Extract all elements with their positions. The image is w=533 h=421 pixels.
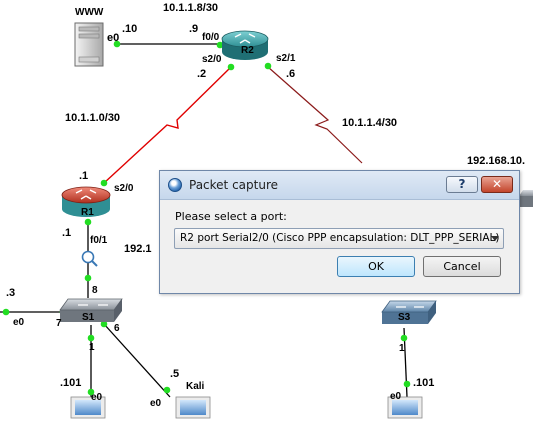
port-dot: [87, 334, 95, 342]
port-label-s3-1: 1: [399, 343, 405, 354]
ip-label-r2-s20: .2: [197, 68, 207, 80]
port-label-r1-f01: f0/1: [90, 235, 108, 246]
network-label-right: 10.1.1.4/30: [342, 117, 398, 129]
switch-s3-label: S3: [398, 312, 411, 323]
ip-label-host-left: .3: [6, 287, 16, 299]
port-label-s1-1: 1: [89, 342, 95, 353]
link-s1-kali[interactable]: [103, 323, 171, 398]
port-dot: [264, 62, 272, 70]
ip-label-kali: .5: [170, 368, 180, 380]
link-r1-r2-serial[interactable]: [103, 66, 232, 184]
port-label-r2-s20: s2/0: [202, 54, 222, 65]
close-button[interactable]: ✕: [481, 176, 513, 193]
help-button[interactable]: ?: [446, 176, 478, 193]
ip-label-r1-s20: .1: [79, 170, 89, 182]
pc3-icon[interactable]: [387, 396, 423, 419]
port-dot: [113, 40, 121, 48]
switch-right-partial-icon[interactable]: [519, 190, 533, 207]
network-label-192-left: 192.1: [124, 243, 152, 255]
port-label-s1-8: 8: [92, 285, 98, 296]
port-dot: [100, 320, 108, 328]
www-label: WWW: [75, 7, 104, 18]
port-dot: [84, 274, 92, 282]
port-label-host-left-e0: e0: [13, 317, 25, 328]
kali-pc-icon[interactable]: [175, 396, 211, 419]
pc1-icon[interactable]: [70, 396, 106, 419]
port-dot: [403, 380, 411, 388]
ip-label-r2-f00: .9: [189, 23, 199, 35]
port-dot: [2, 308, 10, 316]
router-r1-label: R1: [81, 207, 94, 218]
port-label-www-e0: e0: [107, 32, 120, 44]
cancel-button[interactable]: Cancel: [423, 256, 501, 277]
link-r2-right-serial[interactable]: [267, 66, 363, 164]
ip-label-pc1: .101: [60, 377, 82, 389]
switch-s1-icon[interactable]: [59, 298, 123, 322]
ip-label-pc3: .101: [413, 377, 435, 389]
chevron-down-icon: [491, 236, 499, 241]
ok-button[interactable]: OK: [337, 256, 415, 277]
port-dot: [216, 41, 224, 49]
port-label-s1-6: 6: [114, 323, 120, 334]
port-status-dots: [2, 40, 411, 396]
port-dot: [87, 388, 95, 396]
port-prompt-label: Please select a port:: [175, 210, 287, 223]
port-dot: [100, 179, 108, 187]
ip-label-r2-s21: .6: [286, 68, 296, 80]
port-dot: [227, 63, 235, 71]
network-label-top: 10.1.1.8/30: [163, 2, 219, 14]
capture-magnifier-icon[interactable]: [81, 250, 98, 267]
router-r1-icon[interactable]: [61, 186, 111, 217]
network-label-left: 10.1.1.0/30: [65, 112, 121, 124]
packet-capture-dialog: Packet capture ? ✕ Please select a port:…: [159, 170, 520, 294]
port-label-kali-e0: e0: [150, 398, 162, 409]
switch-s1-label: S1: [82, 312, 95, 323]
router-r2-label: R2: [241, 45, 254, 56]
port-label-r1-s20: s2/0: [114, 183, 134, 194]
port-label-r2-s21: s2/1: [276, 53, 296, 64]
dialog-title: Packet capture: [189, 178, 279, 192]
dialog-titlebar[interactable]: Packet capture ? ✕: [160, 171, 519, 200]
kali-label: Kali: [186, 381, 205, 392]
app-icon: [168, 178, 182, 192]
router-r2-icon[interactable]: [221, 30, 269, 60]
www-server-icon[interactable]: [74, 22, 104, 67]
port-dot: [84, 218, 92, 226]
port-label-s1-7: 7: [56, 318, 62, 329]
network-label-192-right: 192.168.10.: [467, 155, 526, 167]
ip-label-r1-f01: .1: [62, 227, 72, 239]
port-dot: [163, 386, 171, 394]
ip-label-www: .10: [122, 23, 138, 35]
port-dot: [400, 334, 408, 342]
port-label-pc3-e0: e0: [390, 391, 402, 402]
port-select[interactable]: R2 port Serial2/0 (Cisco PPP encapsulati…: [174, 228, 504, 249]
port-select-value: R2 port Serial2/0 (Cisco PPP encapsulati…: [180, 232, 500, 244]
port-label-r2-f00: f0/0: [202, 32, 220, 43]
switch-s3-icon[interactable]: [381, 300, 437, 324]
port-label-pc1-e0: e0: [91, 392, 103, 403]
